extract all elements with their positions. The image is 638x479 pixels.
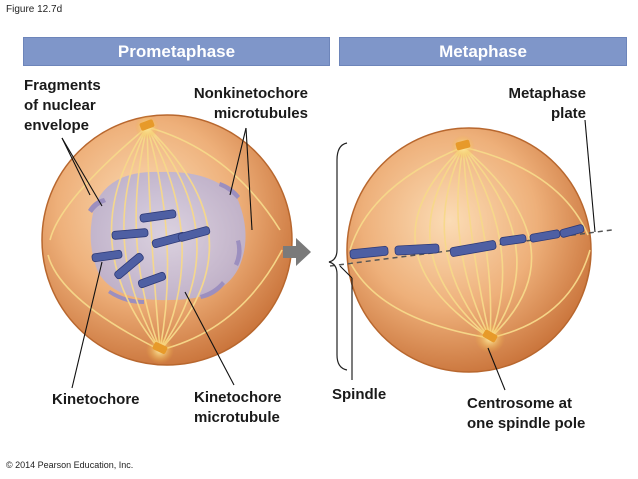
figure-label: Figure 12.7d	[6, 4, 63, 15]
kinetochore-label: Kinetochore	[52, 391, 140, 408]
prometaphase-cell	[41, 114, 293, 366]
prometaphase-banner: Prometaphase	[23, 37, 330, 66]
metaphase-spindle-fibers	[349, 146, 591, 339]
prometaphase-centrosome-top	[135, 115, 159, 139]
metaphase-cell	[329, 127, 613, 373]
centrosome-label-line1: Centrosome at	[467, 395, 573, 412]
prometaphase-chromosomes	[91, 209, 211, 289]
spindle-bracket	[328, 142, 348, 371]
metaphase-banner: Metaphase	[339, 37, 627, 66]
nonkinetochore-label-line1: Nonkinetochore	[193, 85, 308, 102]
metaphase-plate-label-line1: Metaphase	[508, 85, 586, 102]
metaphase-centrosome-top	[451, 135, 475, 159]
fragments-label-line1: Fragments	[24, 77, 101, 94]
transition-arrow	[283, 238, 311, 266]
centrosome-label: Centrosome at one spindle pole	[467, 394, 585, 434]
metaphase-plate-label: Metaphase plate	[494, 84, 586, 124]
nuclear-envelope-fragments	[88, 182, 242, 304]
kinetochore-microtubule-label: Kinetochore microtubule	[194, 388, 282, 428]
kinetochore-microtubule-label-line1: Kinetochore	[194, 389, 282, 406]
leader-lines	[61, 119, 596, 391]
metaphase-centrosome-bottom	[475, 323, 505, 353]
kinetochore-microtubule-label-line2: microtubule	[194, 409, 280, 426]
prometaphase-centrosome-bottom	[146, 336, 174, 364]
metaphase-plate-label-line2: plate	[550, 105, 586, 122]
fragments-label-line2: of nuclear	[24, 97, 96, 114]
copyright-notice: © 2014 Pearson Education, Inc.	[6, 460, 134, 470]
fragments-label-line3: envelope	[24, 117, 90, 134]
centrosome-label-line2: one spindle pole	[467, 415, 586, 432]
spindle-label: Spindle	[332, 386, 387, 403]
nonkinetochore-label-line2: microtubules	[213, 105, 308, 122]
metaphase-chromosomes	[349, 224, 585, 260]
nonkinetochore-label: Nonkinetochore microtubules	[166, 84, 308, 124]
fragments-label: Fragments of nuclear envelope	[24, 76, 101, 136]
